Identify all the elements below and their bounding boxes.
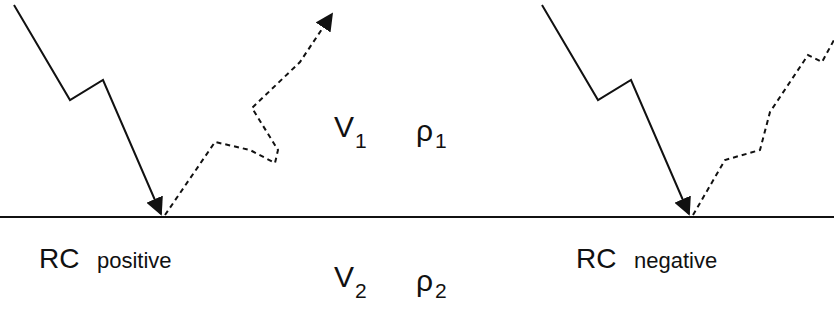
density-symbol: ρ [415, 116, 434, 146]
rc-label: RC [575, 245, 617, 273]
reflected-ray [165, 14, 332, 215]
reflected-ray [693, 40, 834, 215]
density-symbol: ρ [415, 266, 434, 296]
velocity-symbol: V [333, 112, 355, 142]
subscript: 1 [434, 130, 448, 151]
incident-ray [542, 5, 689, 214]
rc-label: RC [38, 245, 80, 273]
subscript: 2 [354, 280, 368, 301]
incident-ray [14, 5, 161, 214]
interface-line [0, 216, 834, 218]
rc-sign-label: positive [96, 250, 173, 272]
velocity-symbol: V [333, 262, 355, 292]
rc-sign-label: negative [633, 250, 718, 272]
subscript: 2 [434, 280, 448, 301]
subscript: 1 [354, 130, 368, 151]
